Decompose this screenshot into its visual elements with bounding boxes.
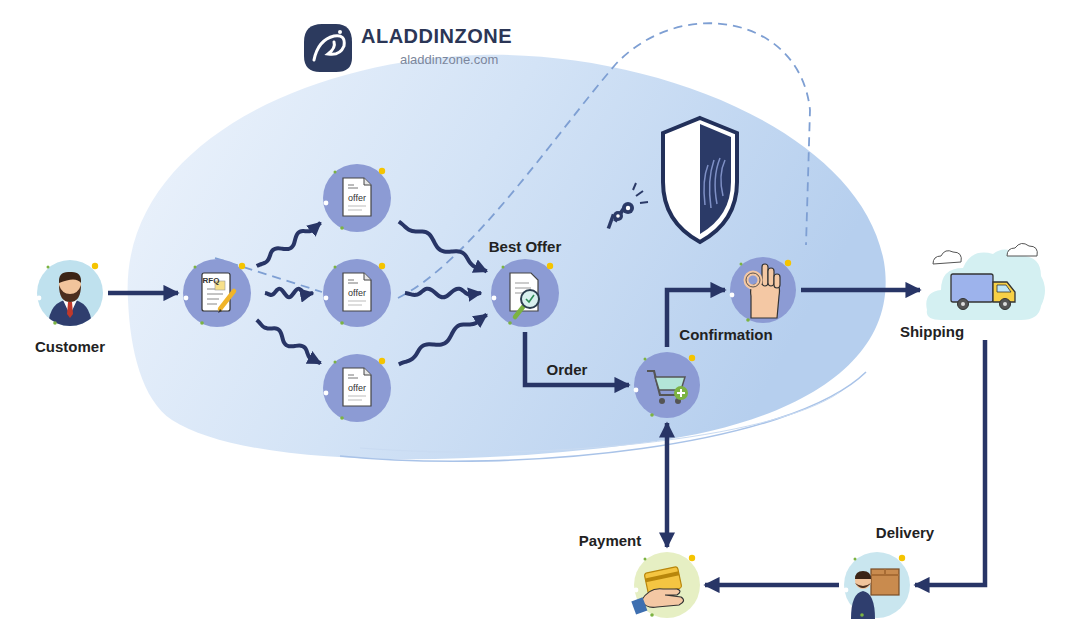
region-outline bbox=[360, 392, 840, 452]
delivery-circle: Delivery bbox=[844, 552, 910, 618]
node-label: Customer bbox=[35, 338, 105, 355]
offer-circle: offer bbox=[323, 164, 391, 232]
offer-circle: offer bbox=[323, 354, 391, 422]
rfq-icon bbox=[183, 259, 251, 327]
icon-text: offer bbox=[348, 383, 366, 393]
logo-wordmark: ALADDINZONE bbox=[361, 25, 512, 48]
flow-arrow bbox=[705, 583, 839, 588]
cart-icon bbox=[634, 352, 700, 418]
flow-arrow bbox=[525, 332, 629, 385]
icon-text: RFQ bbox=[203, 276, 220, 285]
logo-icon bbox=[304, 24, 352, 72]
box-icon bbox=[844, 552, 910, 618]
icon-text: offer bbox=[348, 288, 366, 298]
offer-circle: offer bbox=[323, 259, 391, 327]
node-label: Payment bbox=[579, 532, 642, 549]
shipping-cloud: Shipping bbox=[925, 245, 1045, 335]
wavy-arrow bbox=[399, 315, 487, 365]
platform-region bbox=[128, 55, 886, 459]
keys-icon bbox=[607, 183, 648, 229]
node-label: Confirmation bbox=[679, 326, 772, 343]
node-label: Best Offer bbox=[489, 238, 562, 255]
dashed-route bbox=[398, 23, 810, 298]
best-offer-circle: Best Offer bbox=[491, 259, 559, 327]
node-label: Shipping bbox=[900, 323, 964, 340]
wavy-arrow bbox=[405, 289, 481, 298]
node-label: Order bbox=[547, 361, 588, 378]
logo-url: aladdinzone.com bbox=[400, 53, 498, 68]
flow-arrow bbox=[108, 291, 178, 296]
flow-arrow bbox=[915, 340, 985, 585]
truck-icon bbox=[925, 245, 1045, 335]
confirmation-circle: Confirmation bbox=[730, 257, 796, 323]
card-icon bbox=[634, 552, 700, 618]
customer-circle: Customer bbox=[37, 260, 103, 326]
order-cart-circle: Order bbox=[634, 352, 700, 418]
wavy-arrow bbox=[265, 289, 313, 298]
rfq-circle: RFQ bbox=[183, 259, 251, 327]
payment-circle: Payment bbox=[634, 552, 700, 618]
node-label: Delivery bbox=[876, 524, 934, 541]
wavy-arrow bbox=[399, 222, 487, 272]
flow-arrow bbox=[801, 288, 920, 293]
wavy-arrow bbox=[257, 223, 321, 266]
hand-icon bbox=[730, 257, 796, 323]
best-icon bbox=[491, 259, 559, 327]
security-shield bbox=[663, 118, 737, 242]
wavy-arrow bbox=[257, 320, 321, 363]
icon-text: offer bbox=[348, 193, 366, 203]
flow-arrow bbox=[665, 423, 670, 547]
person-icon bbox=[37, 260, 103, 326]
